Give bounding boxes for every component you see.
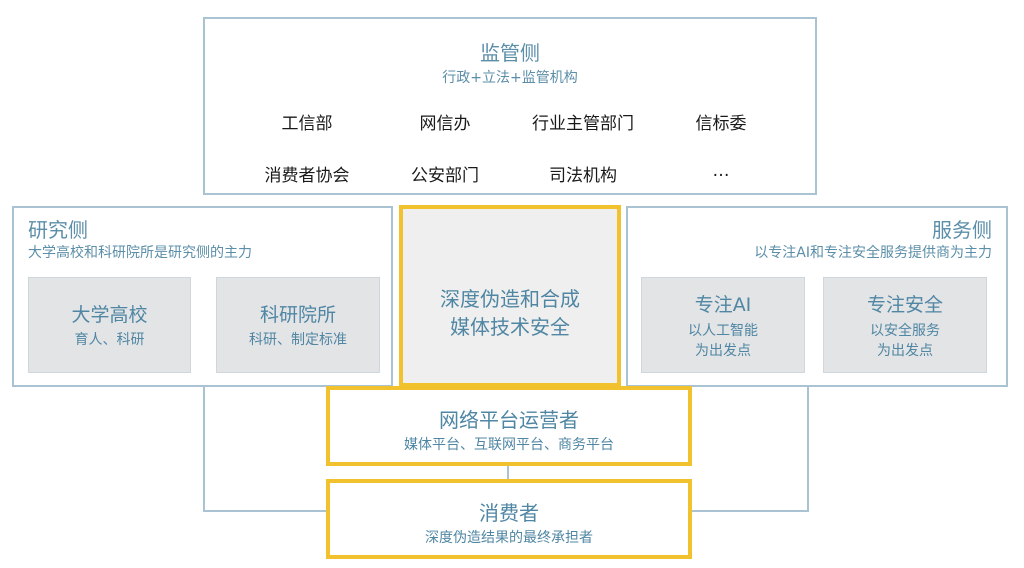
- center-topic-line1: 深度伪造和合成: [440, 287, 580, 311]
- center-topic-box: 深度伪造和合成 媒体技术安全: [399, 205, 621, 387]
- center-topic-line2: 媒体技术安全: [450, 315, 570, 339]
- connector-right-vertical: [807, 386, 809, 512]
- regulator-item: 信标委: [695, 114, 747, 134]
- consumer-title: 消费者: [479, 501, 539, 525]
- focus-ai-subtitle-line2: 为出发点: [695, 343, 751, 359]
- focus-security-subtitle-line1: 以安全服务: [870, 323, 940, 339]
- university-subtitle: 育人、科研: [74, 332, 145, 348]
- focus-ai-subtitle-line1: 以人工智能: [688, 323, 758, 339]
- connector-left-horizontal: [203, 510, 327, 512]
- research-panel: 研究侧 大学高校和科研院所是研究侧的主力 大学高校 育人、科研 科研院所 科研、…: [12, 206, 393, 387]
- focus-ai-title: 专注AI: [694, 294, 752, 316]
- institute-title: 科研院所: [259, 304, 336, 326]
- university-box: 大学高校 育人、科研: [28, 277, 191, 373]
- research-title: 研究侧: [28, 218, 88, 242]
- regulator-item: 公安部门: [411, 166, 479, 186]
- focus-security-subtitle-line2: 为出发点: [877, 343, 933, 359]
- regulator-item: 消费者协会: [264, 166, 350, 186]
- platform-operator-title: 网络平台运营者: [439, 408, 579, 432]
- regulator-item: 网信办: [419, 114, 471, 134]
- platform-operator-subtitle: 媒体平台、互联网平台、商务平台: [404, 437, 614, 453]
- regulator-title: 监管侧: [480, 41, 540, 65]
- regulator-item: …: [712, 161, 730, 181]
- consumer-box: 消费者 深度伪造结果的最终承担者: [326, 479, 692, 559]
- connector-platform-consumer: [507, 463, 509, 483]
- focus-ai-box: 专注AI 以人工智能 为出发点: [641, 277, 805, 373]
- platform-operator-box: 网络平台运营者 媒体平台、互联网平台、商务平台: [326, 386, 692, 466]
- research-subtitle: 大学高校和科研院所是研究侧的主力: [28, 245, 252, 261]
- service-subtitle: 以专注AI和专注安全服务提供商为主力: [754, 245, 992, 261]
- focus-security-title: 专注安全: [866, 294, 943, 316]
- university-title: 大学高校: [71, 304, 148, 326]
- regulator-subtitle: 行政+立法+监管机构: [442, 70, 578, 86]
- connector-left-vertical: [203, 386, 205, 512]
- regulator-item: 司法机构: [549, 166, 617, 186]
- focus-security-box: 专注安全 以安全服务 为出发点: [823, 277, 987, 373]
- service-title: 服务侧: [932, 218, 992, 242]
- consumer-subtitle: 深度伪造结果的最终承担者: [425, 530, 593, 546]
- connector-right-horizontal: [690, 510, 809, 512]
- regulator-item: 工信部: [281, 114, 333, 134]
- service-panel: 服务侧 以专注AI和专注安全服务提供商为主力 专注AI 以人工智能 为出发点 专…: [626, 206, 1008, 387]
- regulator-panel: 监管侧 行政+立法+监管机构 工信部 网信办 行业主管部门 信标委 消费者协会 …: [203, 17, 817, 195]
- regulator-item: 行业主管部门: [532, 114, 634, 134]
- institute-subtitle: 科研、制定标准: [249, 332, 347, 348]
- institute-box: 科研院所 科研、制定标准: [216, 277, 380, 373]
